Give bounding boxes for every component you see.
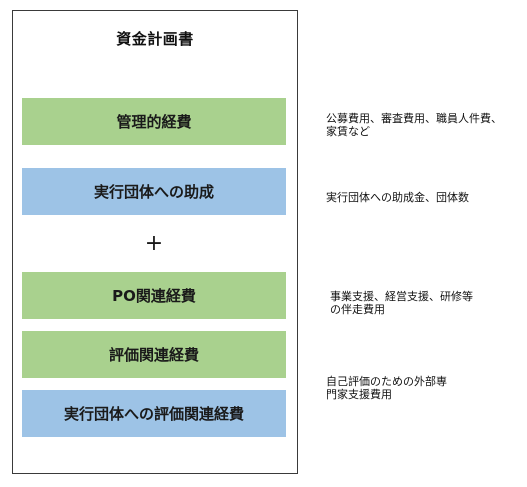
plus-sign: + xyxy=(144,231,164,256)
block-implementer-evaluation-expenses: 実行団体への評価関連経費 xyxy=(22,390,286,437)
block-management-expenses: 管理的経費 xyxy=(22,98,286,145)
budget-plan-frame xyxy=(12,10,298,474)
block-evaluation-expenses: 評価関連経費 xyxy=(22,331,286,378)
note-evaluation-expenses: 自己評価のための外部専 門家支援費用 xyxy=(326,375,447,401)
note-grants: 実行団体への助成金、団体数 xyxy=(326,191,469,204)
block-grants-to-implementers: 実行団体への助成 xyxy=(22,168,286,215)
note-management-expenses: 公募費用、審査費用、職員人件費、 家賃など xyxy=(326,112,502,138)
diagram-title: 資金計画書 xyxy=(116,30,194,48)
note-po-expenses: 事業支援、経営支援、研修等 の伴走費用 xyxy=(330,290,473,316)
block-po-related-expenses: PO関連経費 xyxy=(22,272,286,319)
